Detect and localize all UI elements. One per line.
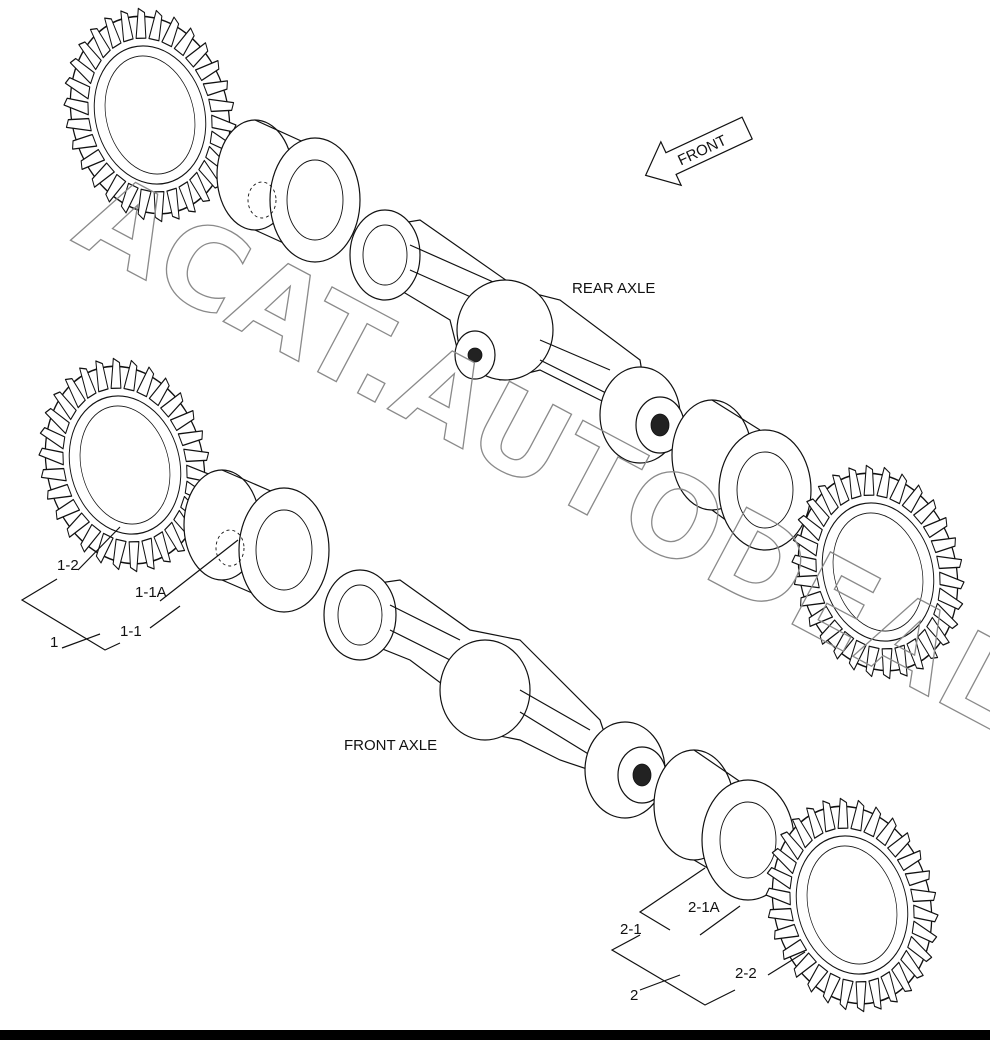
front-left-rim — [183, 469, 330, 613]
callout-1-1A: 1-1A — [135, 584, 167, 601]
rear-axle-label: REAR AXLE — [572, 280, 655, 297]
callout-1-1: 1-1 — [120, 623, 142, 640]
callout-1: 1 — [50, 634, 58, 651]
callout-group-1: 1-2 1-1A 1-1 1 — [20, 526, 239, 651]
front-axle-housing — [323, 569, 667, 819]
rear-right-rim — [671, 399, 812, 551]
callout-2-2: 2-2 — [735, 965, 757, 982]
bottom-bar — [0, 1030, 990, 1040]
callout-group-2: 2-1A 2-1 2-2 2 — [610, 867, 806, 1006]
callout-1-2: 1-2 — [57, 557, 79, 574]
callout-2-1: 2-1 — [620, 921, 642, 938]
front-direction-arrow: FRONT — [644, 116, 753, 187]
rear-left-rim — [216, 119, 361, 263]
front-axle-label: FRONT AXLE — [344, 737, 437, 754]
callout-2: 2 — [630, 987, 638, 1004]
rear-axle-housing — [349, 209, 685, 464]
callout-2-1A: 2-1A — [688, 899, 720, 916]
